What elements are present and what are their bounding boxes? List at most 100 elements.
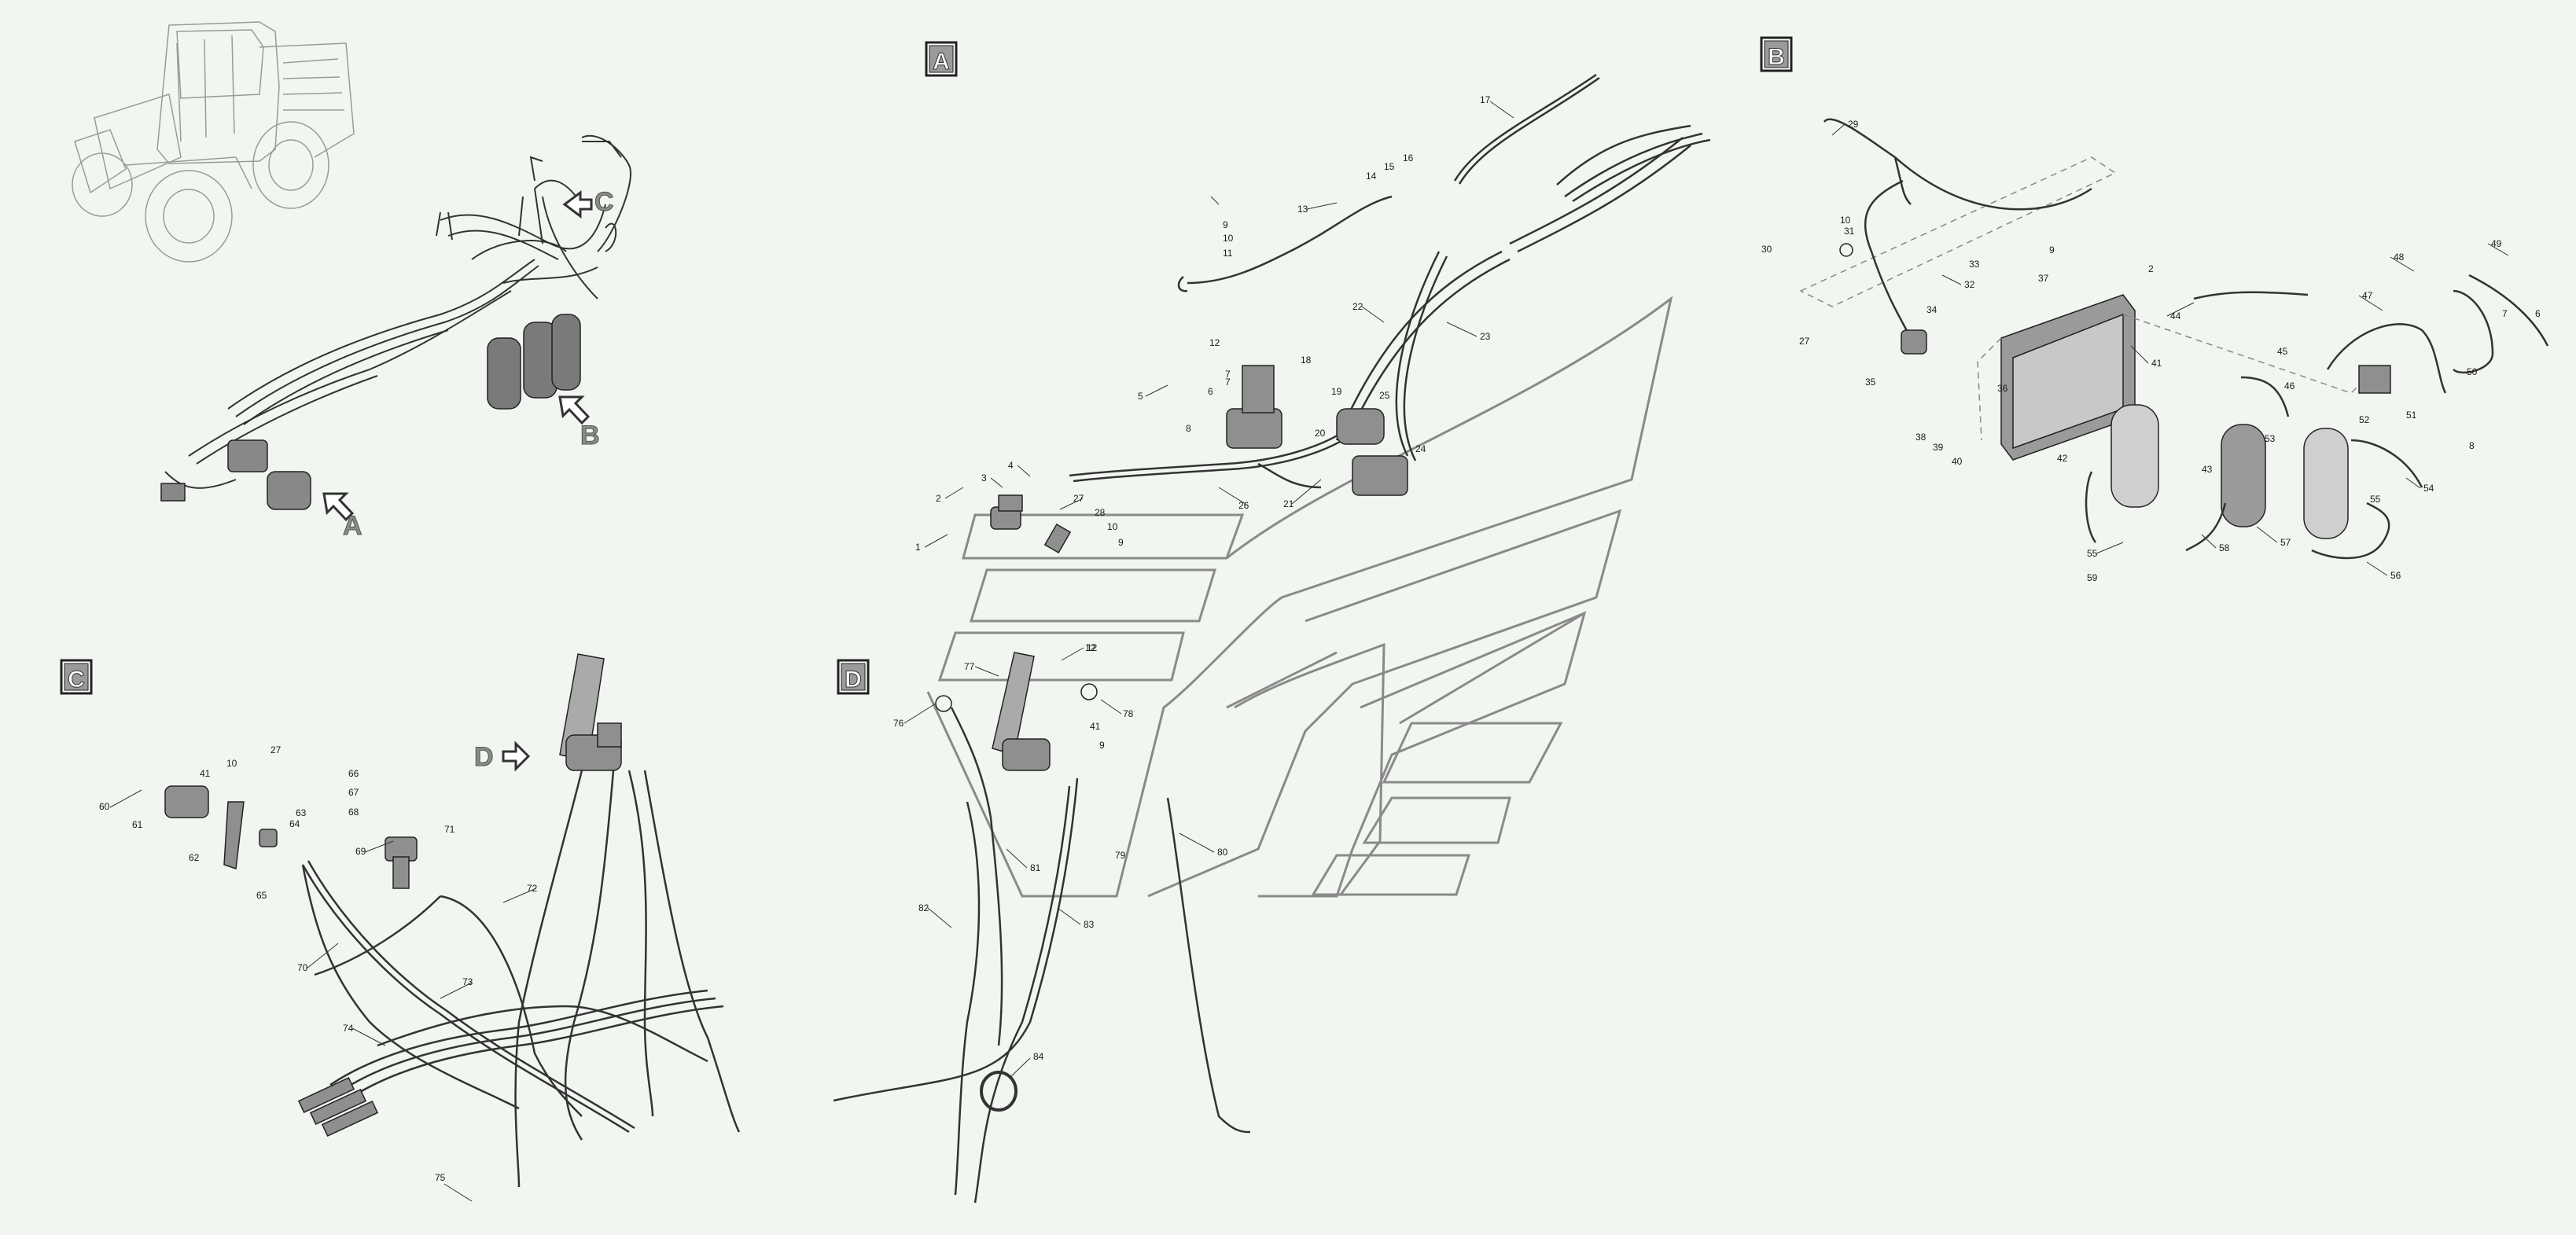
view-b-tanks	[2110, 404, 2349, 539]
callout-4: 4	[1008, 460, 1014, 471]
callout-c-74: 74	[343, 1023, 354, 1034]
callout-b-10: 10	[1840, 215, 1851, 226]
callout-12b: 12	[1085, 642, 1096, 653]
seal-ring	[980, 1071, 1018, 1112]
view-a-valves	[990, 365, 1408, 554]
callout-d-79: 79	[1115, 850, 1126, 861]
callout-b-2: 2	[2148, 263, 2154, 274]
view-c-valves	[164, 785, 418, 1138]
callout-16: 16	[1403, 153, 1414, 164]
overview-arrow-a: A	[322, 492, 362, 542]
callout-14: 14	[1366, 171, 1377, 182]
view-label-c: C	[60, 659, 93, 695]
callout-c-62: 62	[189, 852, 200, 863]
callout-c-70: 70	[297, 962, 308, 973]
callout-b-41: 41	[2151, 358, 2162, 369]
view-label-a-text: A	[933, 49, 950, 75]
callout-b-32: 32	[1964, 279, 1975, 290]
overview-arrow-b-text: B	[580, 421, 600, 450]
callouts-view-a: 1 2 3 4 5 6 7 7 8 9 9 10 10 11 12 12 13 …	[915, 94, 1491, 653]
view-label-b: B	[1760, 36, 1793, 72]
view-d-leaders	[903, 647, 1215, 1078]
view-label-d: D	[837, 659, 870, 695]
callout-13: 13	[1297, 204, 1308, 215]
callout-b-56: 56	[2390, 570, 2401, 581]
view-label-b-text: B	[1768, 44, 1785, 70]
callout-7: 7	[1225, 377, 1231, 388]
callout-c-69: 69	[355, 846, 366, 857]
callout-c-71: 71	[444, 824, 455, 835]
callout-d-41: 41	[1090, 721, 1101, 732]
callout-b-45: 45	[2277, 346, 2288, 357]
callout-b-51: 51	[2406, 410, 2417, 421]
callout-12: 12	[1209, 337, 1220, 348]
callout-b-39: 39	[1933, 442, 1944, 453]
callout-28: 28	[1095, 507, 1106, 518]
callout-9b: 9	[1118, 537, 1124, 548]
callout-8: 8	[1186, 423, 1191, 434]
callout-d-76: 76	[893, 718, 904, 729]
callout-d-12: 12	[1087, 642, 1098, 653]
callout-3: 3	[981, 472, 987, 483]
callout-b-58: 58	[2219, 542, 2230, 553]
callout-b-52: 52	[2359, 414, 2370, 425]
callout-24: 24	[1415, 443, 1426, 454]
callout-b-48: 48	[2394, 252, 2405, 263]
view-label-a: A	[925, 41, 958, 77]
callout-b-50: 50	[2467, 366, 2478, 377]
callout-18: 18	[1301, 355, 1312, 366]
callout-22: 22	[1352, 301, 1363, 312]
callout-b-47: 47	[2362, 290, 2373, 301]
callout-9: 9	[1223, 219, 1228, 230]
callout-b-59: 59	[2087, 572, 2098, 583]
callout-c-10: 10	[226, 758, 237, 769]
callout-c-68: 68	[348, 807, 359, 818]
callout-d-9: 9	[1099, 740, 1105, 751]
callout-b-33: 33	[1969, 259, 1980, 270]
callout-c-41: 41	[200, 768, 211, 779]
callout-c-66: 66	[348, 768, 359, 779]
callout-20: 20	[1315, 428, 1326, 439]
overview-arrow-c: C	[562, 187, 614, 219]
callout-c-27: 27	[270, 744, 282, 755]
cab-outline	[926, 296, 1673, 898]
callouts-view-c: 27 10 41 60 61 62 63 64 65 66 67 68 69 7…	[99, 744, 538, 1183]
overview-valve-a	[160, 439, 311, 510]
callout-10: 10	[1223, 233, 1234, 244]
callout-11: 11	[1223, 248, 1233, 259]
callout-26: 26	[1238, 500, 1249, 511]
callout-c-64: 64	[289, 818, 300, 829]
callout-c-61: 61	[132, 819, 143, 830]
callout-b-55: 55	[2370, 494, 2381, 505]
view-d-pedal	[935, 652, 1098, 771]
callout-23: 23	[1480, 331, 1491, 342]
callout-d-81: 81	[1030, 862, 1041, 873]
callout-c-73: 73	[462, 976, 473, 987]
callout-b-54: 54	[2423, 483, 2434, 494]
callout-b-6: 6	[2535, 308, 2541, 319]
callout-c-60: 60	[99, 801, 110, 812]
callout-21: 21	[1283, 498, 1294, 509]
callout-10b: 10	[1107, 521, 1118, 532]
callout-d-82: 82	[918, 902, 929, 913]
callout-d-84: 84	[1033, 1051, 1044, 1062]
callout-1: 1	[915, 542, 921, 553]
callout-19: 19	[1331, 386, 1342, 397]
view-c-pedal	[559, 653, 622, 771]
overview-arrow-b: B	[558, 395, 600, 451]
tractor-illustration	[72, 21, 355, 263]
callout-d-78: 78	[1123, 708, 1134, 719]
callout-d-83: 83	[1084, 919, 1095, 930]
view-a-hoses	[1069, 73, 1711, 489]
callout-c-75: 75	[435, 1172, 446, 1183]
callout-b-29: 29	[1848, 119, 1859, 130]
view-c-arrow-d-text: D	[474, 742, 494, 772]
callout-b-36: 36	[1997, 383, 2008, 394]
callout-b-27: 27	[1799, 336, 1810, 347]
overview-routing	[164, 134, 631, 489]
callouts-view-b: 2 6 7 8 9 10 27 29 30 31 32 33 34 35 36 …	[1761, 119, 2541, 583]
callout-b-46: 46	[2284, 380, 2295, 391]
callout-d-77: 77	[964, 661, 975, 672]
callout-b-42: 42	[2057, 453, 2068, 464]
view-b-valves	[1839, 243, 2391, 394]
